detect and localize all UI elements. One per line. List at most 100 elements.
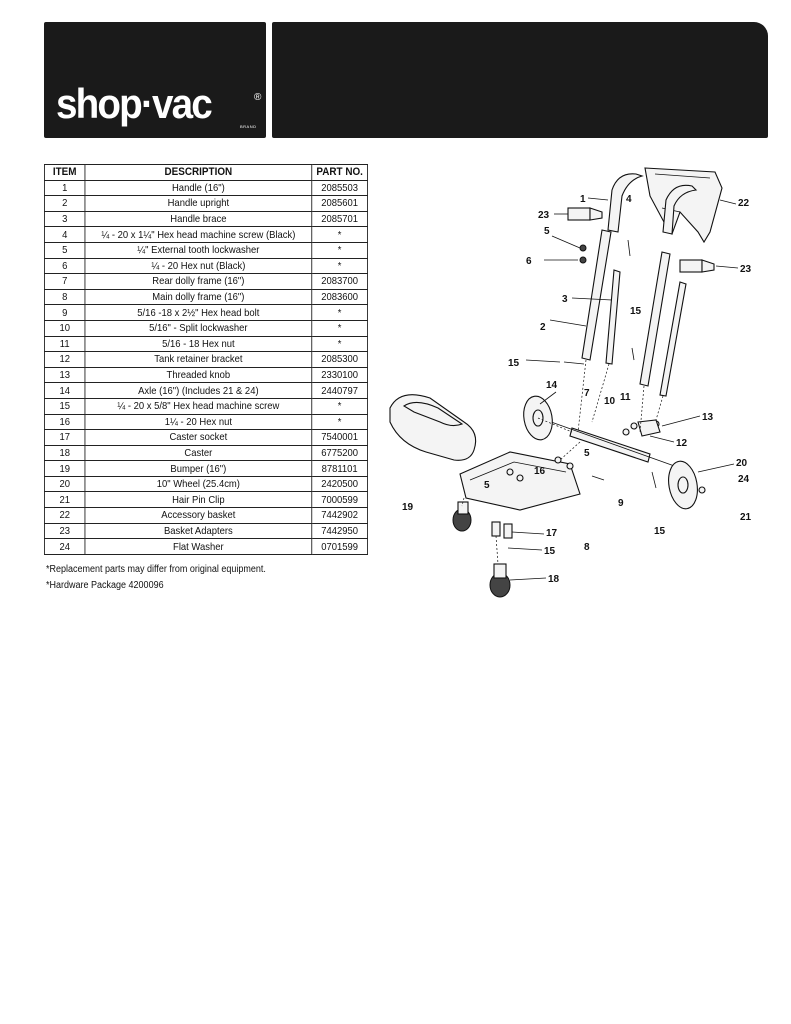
cell-description: Main dolly frame (16") (84, 288, 313, 306)
cell-part-no: 7000599 (311, 491, 368, 509)
cell-part-no: 7442950 (311, 522, 368, 540)
cell-description: Caster (84, 444, 313, 462)
hardware (506, 239, 706, 494)
handle-assembly (581, 173, 698, 397)
cell-description: Handle upright (84, 195, 313, 212)
cell-item: 22 (44, 507, 86, 524)
registered-mark: ® (254, 92, 262, 103)
callout-10: 10 (604, 396, 616, 407)
header-bar (272, 22, 768, 138)
cell-description: Threaded knob (84, 366, 313, 384)
table-header-row: ITEM DESCRIPTION PART NO. (44, 164, 368, 181)
callout-5a: 5 (544, 226, 550, 237)
callout-15b: 15 (630, 306, 642, 317)
cell-part-no: * (311, 413, 368, 431)
callout-2: 2 (540, 322, 546, 333)
cell-part-no: 2420500 (311, 475, 368, 493)
cell-item: 21 (44, 491, 86, 509)
cell-item: 24 (44, 538, 86, 555)
callout-23a: 23 (538, 210, 550, 221)
header-item: ITEM (44, 164, 86, 181)
cell-item: 2 (44, 195, 86, 212)
cell-part-no: * (311, 226, 368, 243)
callout-17: 17 (546, 528, 558, 539)
header-part-no: PART NO. (311, 164, 368, 181)
callout-labels: 1 2 3 4 5 5 5 6 7 8 9 10 11 12 13 14 15 … (402, 194, 752, 585)
cell-item: 1 (44, 179, 86, 197)
cell-description: Caster socket (84, 429, 313, 446)
cell-description: Handle brace (84, 210, 313, 228)
cell-part-no: 2330100 (311, 366, 368, 384)
brand-mark: BRAND (240, 124, 257, 129)
callout-12: 12 (676, 438, 688, 449)
callout-6: 6 (526, 256, 532, 267)
callout-1: 1 (580, 194, 586, 205)
cell-part-no: * (311, 304, 368, 321)
cell-part-no: 2085601 (311, 195, 368, 212)
accessory-basket (644, 167, 723, 244)
cell-description: Axle (16") (Includes 21 & 24) (84, 382, 313, 399)
cell-item: 18 (44, 444, 86, 462)
cell-item: 20 (44, 475, 86, 493)
cell-item: 15 (44, 397, 86, 415)
cell-description: Handle (16") (84, 179, 313, 197)
cell-item: 10 (44, 319, 86, 337)
cell-description: 5/16 - 18 Hex nut (84, 335, 313, 353)
cell-description: 10" Wheel (25.4cm) (84, 475, 313, 493)
cell-part-no: * (311, 397, 368, 415)
cell-part-no: * (311, 319, 368, 337)
cell-part-no: 2085503 (311, 179, 368, 197)
cell-description: Hair Pin Clip (84, 491, 313, 509)
cell-description: Basket Adapters (84, 522, 313, 540)
callout-14: 14 (546, 380, 558, 391)
cell-part-no: 2440797 (311, 382, 368, 399)
callout-15c: 15 (654, 526, 666, 537)
callout-8: 8 (584, 542, 590, 553)
cell-item: 23 (44, 522, 86, 540)
callout-21: 21 (740, 512, 752, 523)
cell-description: 5/16 -18 x 2½" Hex head bolt (84, 304, 313, 321)
callout-16: 16 (534, 466, 546, 477)
cell-description: ¼ - 20 Hex nut (Black) (84, 257, 313, 275)
cell-part-no: 7540001 (311, 429, 368, 446)
callout-4: 4 (626, 194, 632, 205)
callout-18: 18 (548, 574, 560, 585)
casters (452, 501, 511, 598)
callout-5c: 5 (484, 480, 490, 491)
bumper (389, 394, 477, 461)
cell-part-no: 8781101 (311, 460, 368, 477)
header-description: DESCRIPTION (84, 164, 313, 181)
replacement-note: *Replacement parts may differ from origi… (46, 564, 266, 575)
header-logo-box: shop·vac ® BRAND (44, 22, 266, 138)
cell-description: Accessory basket (84, 507, 313, 524)
cell-description: ¼ - 20 x 5/8" Hex head machine screw (84, 397, 313, 415)
callout-3: 3 (562, 294, 568, 305)
cell-part-no: 2085701 (311, 210, 368, 228)
cell-description: 1¼ - 20 Hex nut (84, 413, 313, 431)
cell-part-no: 2085300 (311, 351, 368, 368)
callout-13: 13 (702, 412, 714, 423)
rear-frame-axle (539, 417, 681, 469)
cell-item: 5 (44, 241, 86, 259)
callout-24: 24 (738, 474, 750, 485)
basket-adapters (567, 207, 715, 273)
cell-description: Rear dolly frame (16") (84, 273, 313, 290)
callout-19: 19 (402, 502, 414, 513)
cell-item: 13 (44, 366, 86, 384)
cell-part-no: * (311, 335, 368, 353)
